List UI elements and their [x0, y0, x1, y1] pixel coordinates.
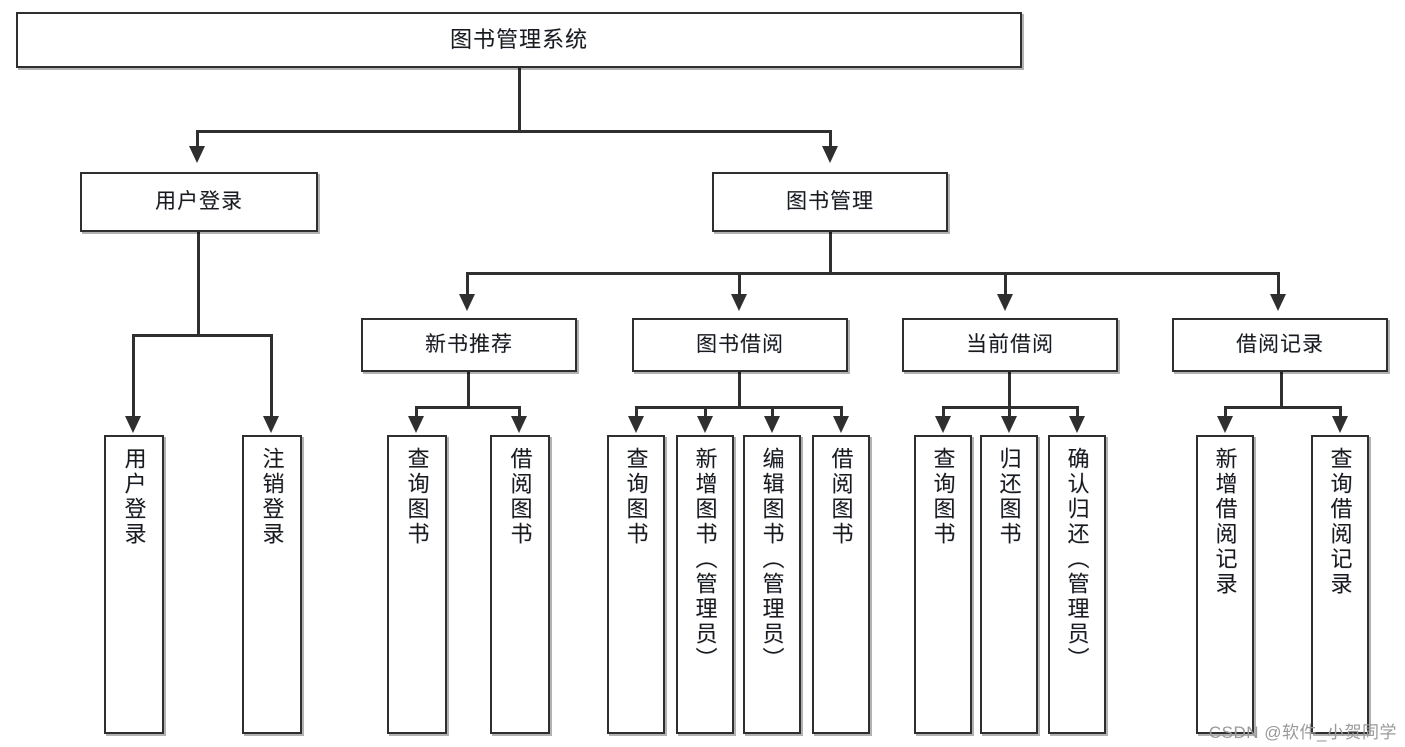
- node-current-borrow[interactable]: 当前借阅: [902, 318, 1118, 372]
- arrowhead-to-book-manage: [822, 146, 838, 163]
- arrowhead-to-new-book: [459, 294, 475, 311]
- arrowhead-to-book-borrow: [731, 294, 747, 311]
- connector-current-borrow-leaf-2: [1008, 406, 1011, 418]
- connector-book-manage-to-borrow-record: [1277, 272, 1280, 296]
- leaf-borrow-record-query[interactable]: 查询借阅记录: [1311, 435, 1369, 734]
- leaf-new-book-borrow[interactable]: 借阅图书: [490, 435, 550, 734]
- node-label: 当前借阅: [966, 332, 1054, 356]
- arrowhead-user-login-leaf-1: [125, 416, 141, 433]
- connector-book-manage-to-current-borrow: [1004, 272, 1007, 296]
- arrowhead-to-current-borrow: [997, 294, 1013, 311]
- connector-new-book-bus: [415, 406, 521, 409]
- arrowhead-book-borrow-leaf-3: [764, 416, 780, 433]
- connector-borrow-record-stem: [1280, 372, 1283, 408]
- connector-new-book-leaf-1: [415, 406, 418, 418]
- leaf-book-borrow-add[interactable]: 新增图书（管理员）: [676, 435, 734, 734]
- connector-book-borrow-leaf-1: [635, 406, 638, 418]
- node-label: 确认归还（管理员）: [1064, 447, 1090, 672]
- arrowhead-new-book-leaf-2: [511, 416, 527, 433]
- connector-new-book-leaf-2: [518, 406, 521, 418]
- arrowhead-book-borrow-leaf-4: [833, 416, 849, 433]
- arrowhead-user-login-leaf-2: [263, 416, 279, 433]
- connector-book-borrow-leaf-2: [704, 406, 707, 418]
- leaf-current-borrow-confirm-return[interactable]: 确认归还（管理员）: [1048, 435, 1106, 734]
- connector-book-manage-stem: [829, 232, 832, 274]
- connector-root-bus: [196, 130, 832, 133]
- connector-root-to-book-manage: [829, 130, 832, 148]
- node-label: 图书借阅: [696, 332, 784, 356]
- leaf-book-borrow-borrow[interactable]: 借阅图书: [812, 435, 870, 734]
- arrowhead-current-borrow-leaf-1: [935, 416, 951, 433]
- node-label: 图书管理系统: [449, 27, 588, 53]
- leaf-book-borrow-query[interactable]: 查询图书: [607, 435, 665, 734]
- leaf-new-book-query[interactable]: 查询图书: [387, 435, 447, 734]
- node-book-management[interactable]: 图书管理: [712, 172, 948, 232]
- connector-current-borrow-stem: [1008, 372, 1011, 408]
- node-label: 新增借阅记录: [1212, 447, 1238, 597]
- node-label: 查询图书: [623, 447, 649, 547]
- connector-borrow-record-leaf-2: [1339, 406, 1342, 418]
- connector-book-borrow-leaf-3: [771, 406, 774, 418]
- node-label: 注销登录: [259, 447, 285, 547]
- node-root-library-system[interactable]: 图书管理系统: [16, 12, 1022, 68]
- connector-book-manage-bus: [466, 272, 1280, 275]
- node-book-borrow[interactable]: 图书借阅: [632, 318, 848, 372]
- leaf-book-borrow-edit[interactable]: 编辑图书（管理员）: [743, 435, 801, 734]
- node-label: 借阅记录: [1236, 332, 1324, 356]
- arrowhead-book-borrow-leaf-2: [697, 416, 713, 433]
- node-label: 查询图书: [930, 447, 956, 547]
- connector-book-manage-to-new-book: [466, 272, 469, 296]
- connector-book-borrow-bus: [635, 406, 843, 409]
- connector-new-book-stem: [467, 372, 470, 408]
- connector-root-stem: [518, 68, 521, 132]
- node-label: 查询图书: [404, 447, 430, 547]
- connector-root-to-user-login: [196, 130, 199, 148]
- node-user-login[interactable]: 用户登录: [80, 172, 318, 232]
- arrowhead-current-borrow-leaf-2: [1001, 416, 1017, 433]
- connector-user-login-stem: [197, 232, 200, 336]
- connector-book-borrow-leaf-4: [840, 406, 843, 418]
- leaf-current-borrow-return[interactable]: 归还图书: [980, 435, 1038, 734]
- node-label: 用户登录: [155, 189, 243, 213]
- connector-book-manage-to-book-borrow: [738, 272, 741, 296]
- node-borrow-record[interactable]: 借阅记录: [1172, 318, 1388, 372]
- arrowhead-new-book-leaf-1: [408, 416, 424, 433]
- node-label: 借阅图书: [828, 447, 854, 547]
- connector-current-borrow-leaf-1: [942, 406, 945, 418]
- arrowhead-to-borrow-record: [1270, 294, 1286, 311]
- node-label: 新书推荐: [425, 332, 513, 356]
- leaf-user-login-login[interactable]: 用户登录: [104, 435, 164, 734]
- node-label: 图书管理: [786, 189, 874, 213]
- connector-current-borrow-leaf-3: [1076, 406, 1079, 418]
- node-label: 编辑图书（管理员）: [759, 447, 785, 672]
- arrowhead-borrow-record-leaf-2: [1332, 416, 1348, 433]
- node-label: 查询借阅记录: [1327, 447, 1353, 597]
- connector-user-login-leaf-1: [132, 334, 135, 418]
- leaf-user-login-logout[interactable]: 注销登录: [242, 435, 302, 734]
- node-label: 新增图书（管理员）: [692, 447, 718, 672]
- node-label: 借阅图书: [507, 447, 533, 547]
- connector-user-login-bus: [132, 334, 272, 337]
- leaf-borrow-record-add[interactable]: 新增借阅记录: [1196, 435, 1254, 734]
- connector-borrow-record-bus: [1224, 406, 1342, 409]
- node-new-book-recommend[interactable]: 新书推荐: [361, 318, 577, 372]
- connector-user-login-leaf-2: [270, 334, 273, 418]
- node-label: 归还图书: [996, 447, 1022, 547]
- connector-borrow-record-leaf-1: [1224, 406, 1227, 418]
- arrowhead-current-borrow-leaf-3: [1069, 416, 1085, 433]
- connector-book-borrow-stem: [738, 372, 741, 408]
- arrowhead-borrow-record-leaf-1: [1217, 416, 1233, 433]
- leaf-current-borrow-query[interactable]: 查询图书: [914, 435, 972, 734]
- arrowhead-to-user-login: [189, 146, 205, 163]
- arrowhead-book-borrow-leaf-1: [628, 416, 644, 433]
- node-label: 用户登录: [121, 447, 147, 547]
